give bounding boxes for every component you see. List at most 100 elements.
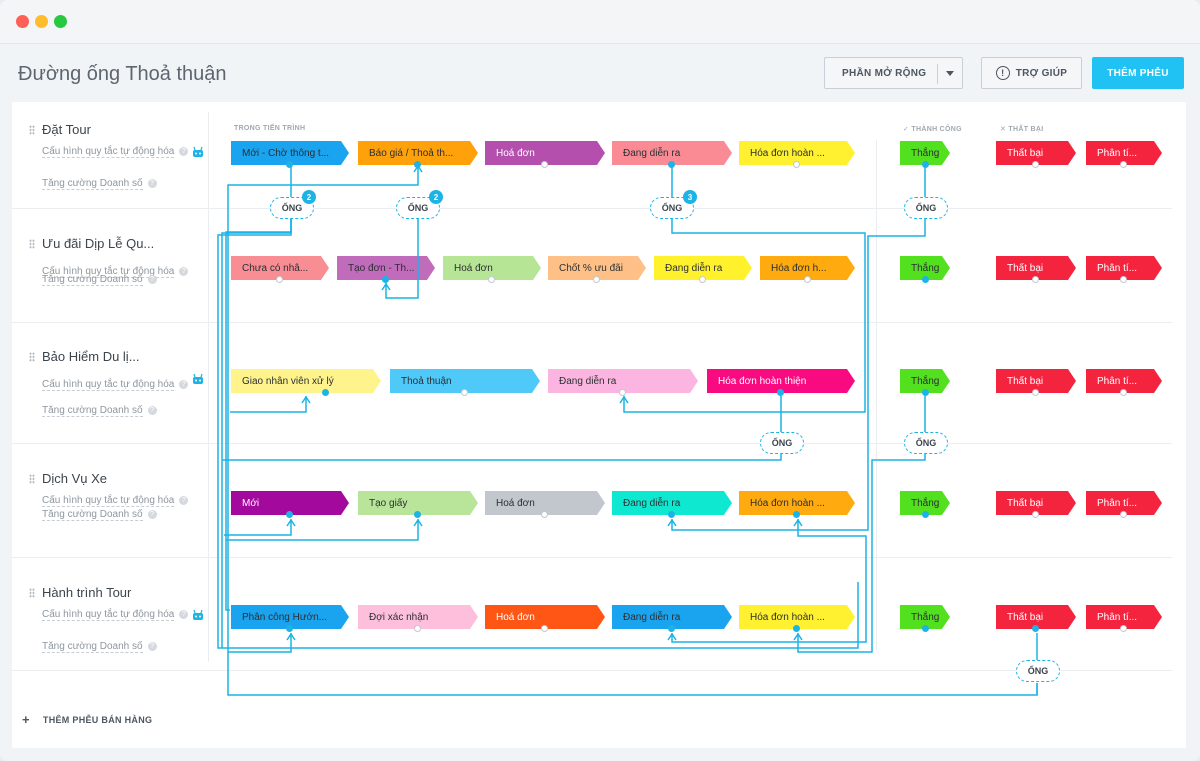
stage-connector-port[interactable]: [414, 625, 421, 632]
pipeline-name[interactable]: Ưu đãi Dịp Lễ Qu...: [42, 236, 155, 251]
help-icon[interactable]: ?: [179, 267, 189, 276]
stage-connector-port[interactable]: [461, 389, 468, 396]
close-window-icon[interactable]: [16, 15, 29, 28]
boost-sales-link[interactable]: Tăng cường Doanh số?: [42, 405, 157, 417]
stage-connector-port[interactable]: [668, 625, 675, 632]
tube-connector[interactable]: ỐNG: [1016, 660, 1060, 682]
drag-handle-icon[interactable]: [29, 588, 35, 598]
stage-connector-port[interactable]: [286, 511, 293, 518]
help-icon[interactable]: ?: [147, 642, 157, 651]
maximize-window-icon[interactable]: [54, 15, 67, 28]
stage-connector-port[interactable]: [414, 161, 421, 168]
stage-connector-port[interactable]: [1032, 511, 1039, 518]
automation-rules-link[interactable]: Cấu hình quy tắc tự động hóa?: [42, 609, 189, 621]
extensions-button[interactable]: PHẦN MỞ RỘNG: [824, 57, 963, 89]
chevron-down-icon[interactable]: [946, 71, 954, 76]
help-icon[interactable]: ?: [147, 510, 157, 519]
boost-sales-link[interactable]: Tăng cường Doanh số?: [42, 509, 157, 521]
stage-connector-port[interactable]: [488, 276, 495, 283]
stage-connector-port[interactable]: [593, 276, 600, 283]
help-icon[interactable]: ?: [179, 380, 189, 389]
tube-connector[interactable]: ỐNG: [396, 197, 440, 219]
help-icon[interactable]: ?: [147, 406, 157, 415]
help-icon[interactable]: ?: [179, 496, 189, 505]
help-icon[interactable]: ?: [179, 147, 189, 156]
automation-rules-link[interactable]: Cấu hình quy tắc tự động hóa?: [42, 379, 189, 391]
page-title: Đường ống Thoả thuận: [18, 63, 227, 85]
help-icon[interactable]: ?: [179, 610, 189, 619]
minimize-window-icon[interactable]: [35, 15, 48, 28]
stage-connector-port[interactable]: [286, 625, 293, 632]
stage-connector-port[interactable]: [922, 625, 929, 632]
pipeline-name[interactable]: Đặt Tour: [42, 122, 91, 137]
automation-rules-label: Cấu hình quy tắc tự động hóa: [42, 146, 175, 158]
robot-icon[interactable]: [191, 372, 205, 384]
drag-handle-icon[interactable]: [29, 125, 35, 135]
stage-connector-port[interactable]: [541, 161, 548, 168]
drag-handle-icon[interactable]: [29, 474, 35, 484]
automation-rules-link[interactable]: Cấu hình quy tắc tự động hóa?: [42, 146, 189, 158]
add-pipeline-label: THÊM PHỄU BÁN HÀNG: [42, 714, 153, 725]
tube-connector[interactable]: ỐNG: [650, 197, 694, 219]
stage-connector-port[interactable]: [922, 389, 929, 396]
stage-connector-port[interactable]: [793, 511, 800, 518]
stage-connector-port[interactable]: [541, 625, 548, 632]
stage-connector-port[interactable]: [699, 276, 706, 283]
automation-rules-link[interactable]: Cấu hình quy tắc tự động hóa?: [42, 495, 189, 507]
help-icon[interactable]: ?: [147, 275, 157, 284]
tube-connector[interactable]: ỐNG: [904, 432, 948, 454]
boost-sales-link[interactable]: Tăng cường Doanh số?: [42, 641, 157, 653]
pipeline-stage[interactable]: Giao nhân viên xử lý: [231, 369, 381, 393]
stage-connector-port[interactable]: [414, 511, 421, 518]
robot-icon[interactable]: [191, 145, 205, 157]
stage-connector-port[interactable]: [382, 276, 389, 283]
stage-connector-port[interactable]: [1032, 625, 1039, 632]
connection-count-badge: 2: [302, 190, 316, 204]
help-button[interactable]: ! TRỢ GIÚP: [981, 57, 1082, 89]
tube-connector[interactable]: ỐNG: [760, 432, 804, 454]
stage-connector-port[interactable]: [322, 389, 329, 396]
drag-handle-icon[interactable]: [29, 239, 35, 249]
boost-sales-link[interactable]: Tăng cường Doanh số?: [42, 178, 157, 190]
help-icon[interactable]: ?: [147, 179, 157, 188]
row-divider: [12, 443, 1172, 444]
stage-connector-port[interactable]: [1032, 276, 1039, 283]
stage-connector-port[interactable]: [1120, 389, 1127, 396]
stage-connector-port[interactable]: [619, 389, 626, 396]
stage-connector-port[interactable]: [793, 625, 800, 632]
stage-connector-port[interactable]: [922, 276, 929, 283]
automation-rules-label: Cấu hình quy tắc tự động hóa: [42, 379, 175, 391]
stage-connector-port[interactable]: [668, 511, 675, 518]
stage-connector-port[interactable]: [804, 276, 811, 283]
stage-connector-port[interactable]: [793, 161, 800, 168]
header-won: ✓ THÀNH CÔNG: [903, 125, 962, 133]
stage-connector-port[interactable]: [777, 389, 784, 396]
robot-icon[interactable]: [191, 608, 205, 620]
pipeline-name[interactable]: Bảo Hiểm Du lị...: [42, 349, 140, 364]
stage-connector-port[interactable]: [1120, 161, 1127, 168]
stage-connector-port[interactable]: [541, 511, 548, 518]
connection-count-badge: 2: [429, 190, 443, 204]
boost-sales-link[interactable]: Tăng cường Doanh số?: [42, 274, 157, 286]
add-funnel-button[interactable]: THÊM PHỄU: [1092, 57, 1184, 89]
stage-connector-port[interactable]: [1032, 389, 1039, 396]
add-pipeline-button[interactable]: + THÊM PHỄU BÁN HÀNG: [22, 712, 152, 727]
stage-connector-port[interactable]: [1120, 625, 1127, 632]
stage-connector-port[interactable]: [1120, 276, 1127, 283]
boost-sales-label: Tăng cường Doanh số: [42, 274, 143, 286]
row-divider: [12, 322, 1172, 323]
stage-connector-port[interactable]: [922, 161, 929, 168]
tube-connector[interactable]: ỐNG: [270, 197, 314, 219]
stage-connector-port[interactable]: [1032, 161, 1039, 168]
tube-connector[interactable]: ỐNG: [904, 197, 948, 219]
stage-connector-port[interactable]: [286, 161, 293, 168]
connection-count-badge: 3: [683, 190, 697, 204]
drag-handle-icon[interactable]: [29, 352, 35, 362]
stage-connector-port[interactable]: [668, 161, 675, 168]
stage-connector-port[interactable]: [922, 511, 929, 518]
stage-connector-port[interactable]: [1120, 511, 1127, 518]
automation-rules-link[interactable]: Cấu hình quy tắc tự động hóa?: [42, 266, 189, 278]
stage-connector-port[interactable]: [276, 276, 283, 283]
pipeline-name[interactable]: Dịch Vụ Xe: [42, 471, 108, 486]
pipeline-name[interactable]: Hành trình Tour: [42, 585, 132, 600]
